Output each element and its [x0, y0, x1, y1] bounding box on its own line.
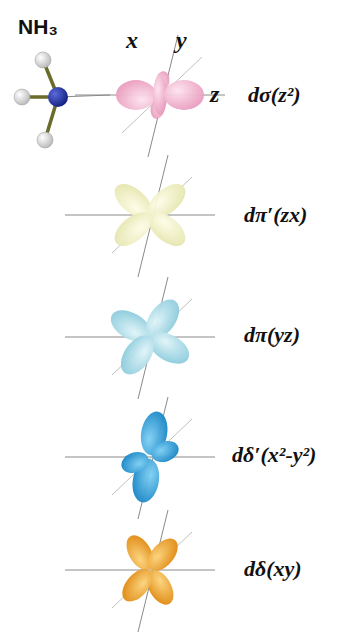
orbital-label: dσ(z²) [248, 84, 301, 106]
molecule-label: NH₃ [18, 16, 58, 37]
orbital-label: dπ(yz) [244, 324, 300, 346]
orbital-label: dπ′(zx) [244, 204, 307, 226]
axis-label: y [176, 28, 187, 52]
orbital-label: dδ(xy) [244, 558, 302, 580]
dzx-orbital [109, 178, 192, 253]
axis-label: x [126, 28, 138, 52]
orbital-label: dδ′(x²-y²) [232, 444, 316, 466]
nh3-molecule [14, 52, 110, 148]
axis-label: z [210, 82, 219, 106]
dz2-orbital [116, 70, 204, 120]
dx2y2-orbital [118, 409, 181, 504]
dyz-orbital [105, 294, 194, 381]
dxy-orbital [117, 531, 184, 610]
axes [65, 35, 225, 632]
